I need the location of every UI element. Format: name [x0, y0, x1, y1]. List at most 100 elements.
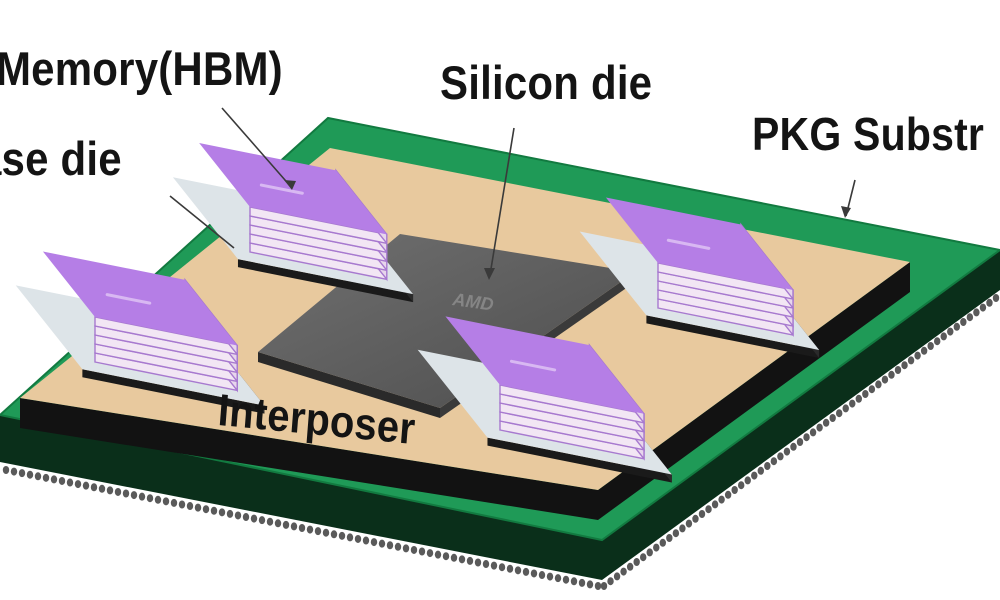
- solder-pin: [888, 370, 895, 379]
- solder-pin: [170, 498, 178, 507]
- solder-pin: [711, 500, 719, 509]
- solder-pin: [538, 571, 546, 580]
- base-die-leader-line: [169, 195, 235, 249]
- solder-pin: [594, 582, 602, 590]
- solder-pin: [764, 462, 771, 470]
- silicon-die-leader-arrow: [484, 268, 495, 280]
- solder-pin: [718, 495, 725, 504]
- solder-pin: [927, 342, 934, 350]
- solder-pin: [757, 466, 764, 475]
- solder-pin: [803, 433, 810, 442]
- solder-pin: [646, 548, 653, 557]
- solder-pin: [258, 516, 266, 525]
- solder-pin: [346, 533, 354, 542]
- solder-pin: [992, 294, 1000, 302]
- interposer-side: [20, 262, 910, 520]
- solder-pin: [979, 303, 987, 312]
- solder-pin: [66, 478, 74, 487]
- solder-pin: [282, 520, 290, 529]
- solder-pin: [250, 514, 258, 523]
- solder-pin: [907, 356, 915, 365]
- substrate-side: [0, 250, 1000, 580]
- solder-pin: [514, 566, 522, 575]
- solder-pin: [836, 409, 843, 418]
- solder-pin: [586, 580, 594, 589]
- solder-pin: [672, 529, 680, 538]
- solder-pin: [98, 484, 106, 493]
- solder-pin: [731, 486, 738, 494]
- solder-pin: [986, 298, 993, 307]
- solder-pin: [386, 541, 394, 550]
- solder-pin: [796, 438, 804, 446]
- solder-pin: [146, 494, 154, 503]
- solder-pin: [822, 418, 830, 427]
- solder-pin: [234, 511, 242, 520]
- solder-pin: [578, 578, 586, 587]
- solder-pin: [186, 502, 194, 511]
- solder-pin: [138, 492, 146, 501]
- solder-pin: [418, 547, 426, 556]
- solder-pin: [34, 472, 42, 481]
- solder-pin: [402, 544, 410, 553]
- solder-pin: [894, 366, 902, 374]
- solder-pin: [194, 503, 202, 512]
- solder-pin: [934, 337, 941, 346]
- solder-pin: [322, 528, 330, 537]
- solder-pin: [394, 542, 402, 551]
- pkg-substrate-leader-arrow: [841, 206, 851, 218]
- base-die-side: [646, 315, 820, 358]
- solder-pin: [862, 390, 869, 398]
- solder-pin: [482, 560, 490, 569]
- solder-pin: [26, 470, 34, 479]
- pkg-substrate-label: PKG Substr: [752, 108, 985, 161]
- solder-pin: [777, 452, 784, 461]
- silicon-die-label: Silicon die: [440, 56, 653, 110]
- hbm-stack-top-left: [172, 143, 414, 303]
- solder-pin: [450, 553, 458, 562]
- solder-pin: [42, 473, 50, 482]
- hbm-top-mark: [259, 183, 304, 195]
- solder-pin: [154, 495, 162, 504]
- solder-pin: [354, 534, 362, 543]
- solder-pin: [633, 558, 640, 566]
- base-die-label: ase die: [0, 132, 122, 186]
- solder-pin: [82, 481, 90, 490]
- solder-pin: [274, 519, 282, 528]
- solder-pin: [306, 525, 314, 534]
- solder-pin: [966, 313, 974, 322]
- solder-pin: [130, 491, 138, 500]
- solder-pin: [266, 517, 274, 526]
- solder-pin: [90, 483, 98, 492]
- solder-pin: [849, 399, 856, 408]
- solder-pin: [973, 308, 980, 317]
- solder-pin: [620, 567, 627, 576]
- solder-pin: [434, 550, 442, 559]
- solder-pin: [960, 318, 967, 326]
- solder-pin: [600, 582, 608, 590]
- solder-pin: [122, 489, 130, 498]
- solder-pin: [466, 556, 474, 565]
- solder-pin: [298, 524, 306, 532]
- solder-pin: [546, 572, 554, 581]
- solder-pin: [442, 552, 450, 561]
- memory-leader-arrow: [284, 180, 296, 190]
- hbm-top: [605, 197, 793, 290]
- solder-pin: [554, 574, 562, 583]
- hbm-stack-bottom-left: [15, 251, 265, 414]
- solder-pin: [522, 567, 530, 576]
- solder-pin: [914, 351, 921, 360]
- solder-pin: [626, 562, 634, 571]
- hbm-top-mark: [666, 238, 711, 250]
- solder-pin: [901, 361, 908, 370]
- solder-pin: [920, 346, 928, 355]
- solder-pin: [106, 486, 114, 495]
- solder-pin: [18, 469, 26, 478]
- solder-pin: [474, 558, 482, 567]
- solder-pin: [744, 476, 751, 485]
- solder-pin: [426, 549, 434, 558]
- memory-leader-line: [221, 107, 293, 189]
- solder-pin: [410, 545, 418, 554]
- solder-pin: [770, 457, 778, 466]
- solder-pin: [640, 553, 647, 562]
